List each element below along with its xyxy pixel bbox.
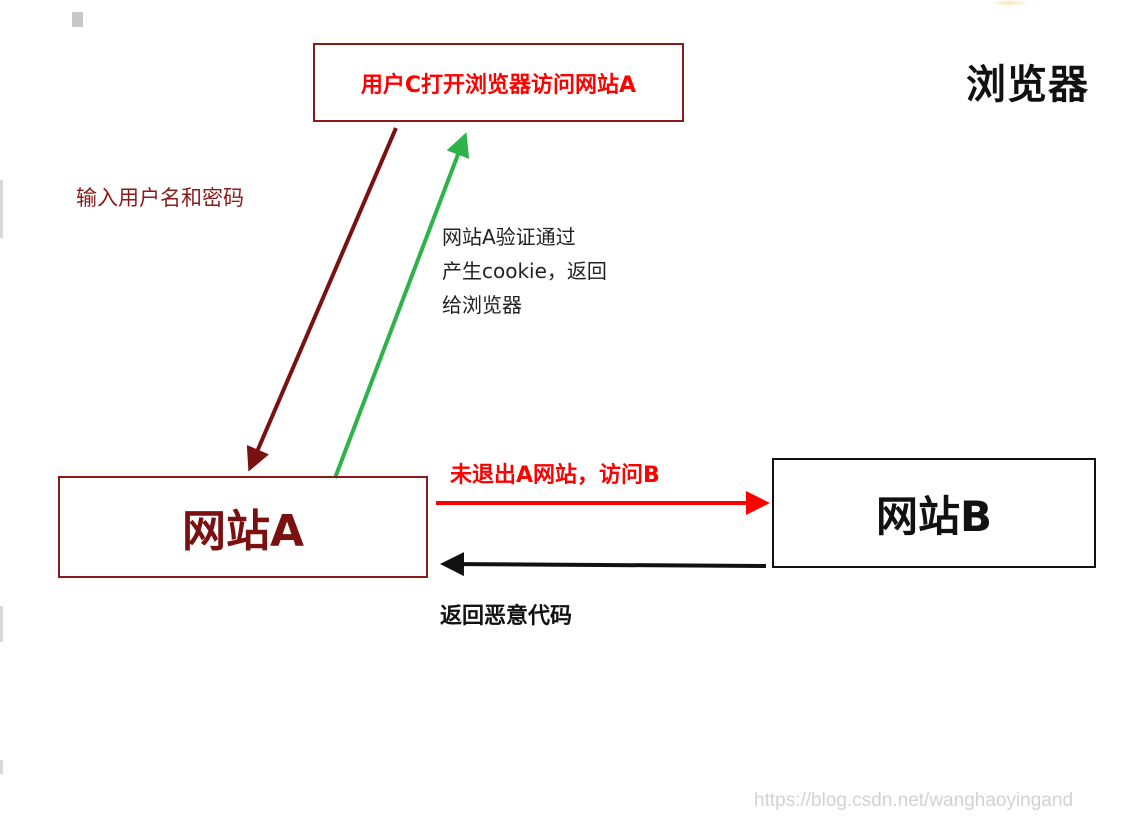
edge-mark-2 [0, 606, 3, 642]
site-a-box: 网站A [58, 476, 428, 578]
arrow-input-credentials [246, 127, 398, 472]
site-a-label: 网站A [181, 506, 305, 557]
verify-cookie-label: 网站A验证通过 产生cookie，返回 给浏览器 [442, 220, 607, 322]
arrow-cookie-return [333, 132, 470, 479]
return-malicious-label: 返回恶意代码 [440, 604, 573, 629]
slide-marker [72, 12, 83, 27]
user-browser-box: 用户C打开浏览器访问网站A [313, 43, 684, 122]
edge-mark-3 [0, 760, 3, 774]
visit-b-label: 未退出A网站，访问B [450, 463, 660, 488]
site-b-box: 网站B [772, 458, 1096, 568]
verify-line-2: 产生cookie，返回 [442, 259, 607, 283]
diagram-title: 浏览器 [966, 62, 1089, 108]
input-credentials-label: 输入用户名和密码 [76, 186, 244, 210]
verify-line-3: 给浏览器 [442, 293, 522, 317]
corner-decoration [990, 0, 1030, 6]
user-browser-label: 用户C打开浏览器访问网站A [360, 72, 637, 98]
verify-line-1: 网站A验证通过 [442, 225, 576, 249]
site-b-label: 网站B [875, 491, 992, 541]
edge-mark-1 [0, 180, 3, 238]
watermark: https://blog.csdn.net/wanghaoyingand [754, 790, 1074, 811]
arrow-return-malicious [440, 552, 767, 577]
